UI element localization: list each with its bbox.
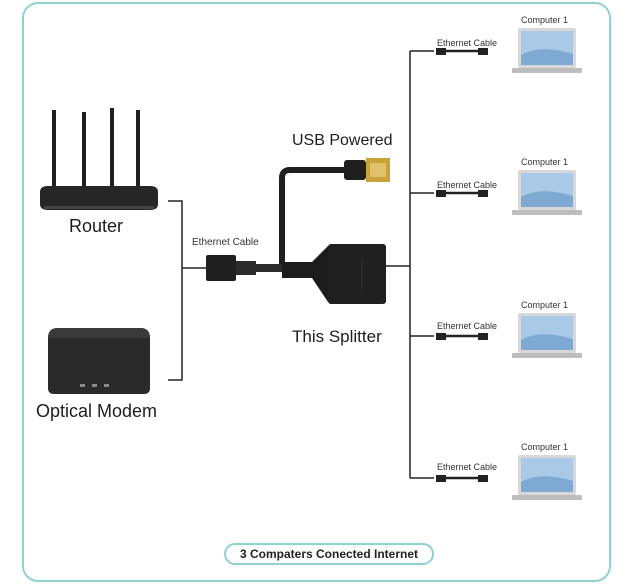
modem-label: Optical Modem xyxy=(36,401,158,421)
splitter-label: This Splitter xyxy=(292,327,382,346)
ethernet-plug-icon xyxy=(206,255,282,281)
router-label: Router xyxy=(69,216,124,236)
computer-cable-label: Ethernet Cable xyxy=(437,462,498,472)
input-bracket xyxy=(168,200,206,381)
router-icon xyxy=(40,108,158,210)
computer-label: Computer 1 xyxy=(521,300,569,310)
laptop-icon xyxy=(512,28,582,73)
diagram-frame xyxy=(22,2,611,582)
modem-icon xyxy=(48,328,150,394)
laptop-icon xyxy=(512,170,582,215)
computer-label: Computer 1 xyxy=(521,157,569,167)
ethernet-cable-label: Ethernet Cable xyxy=(192,237,259,248)
laptop-icon xyxy=(512,455,582,500)
caption-banner: 3 Compaters Conected Internet xyxy=(224,543,434,565)
computer-cable-label: Ethernet Cable xyxy=(437,180,498,190)
computer-cable-label: Ethernet Cable xyxy=(437,321,498,331)
output-tree xyxy=(386,50,434,479)
computer-label: Computer 1 xyxy=(521,15,569,25)
usb-cable xyxy=(279,158,390,264)
splitter-icon xyxy=(282,244,386,304)
computer-label: Computer 1 xyxy=(521,442,569,452)
mini-cables xyxy=(436,48,488,482)
laptop-icon xyxy=(512,313,582,358)
computer-cable-label: Ethernet Cable xyxy=(437,38,498,48)
usb-powered-label: USB Powered xyxy=(292,132,393,149)
